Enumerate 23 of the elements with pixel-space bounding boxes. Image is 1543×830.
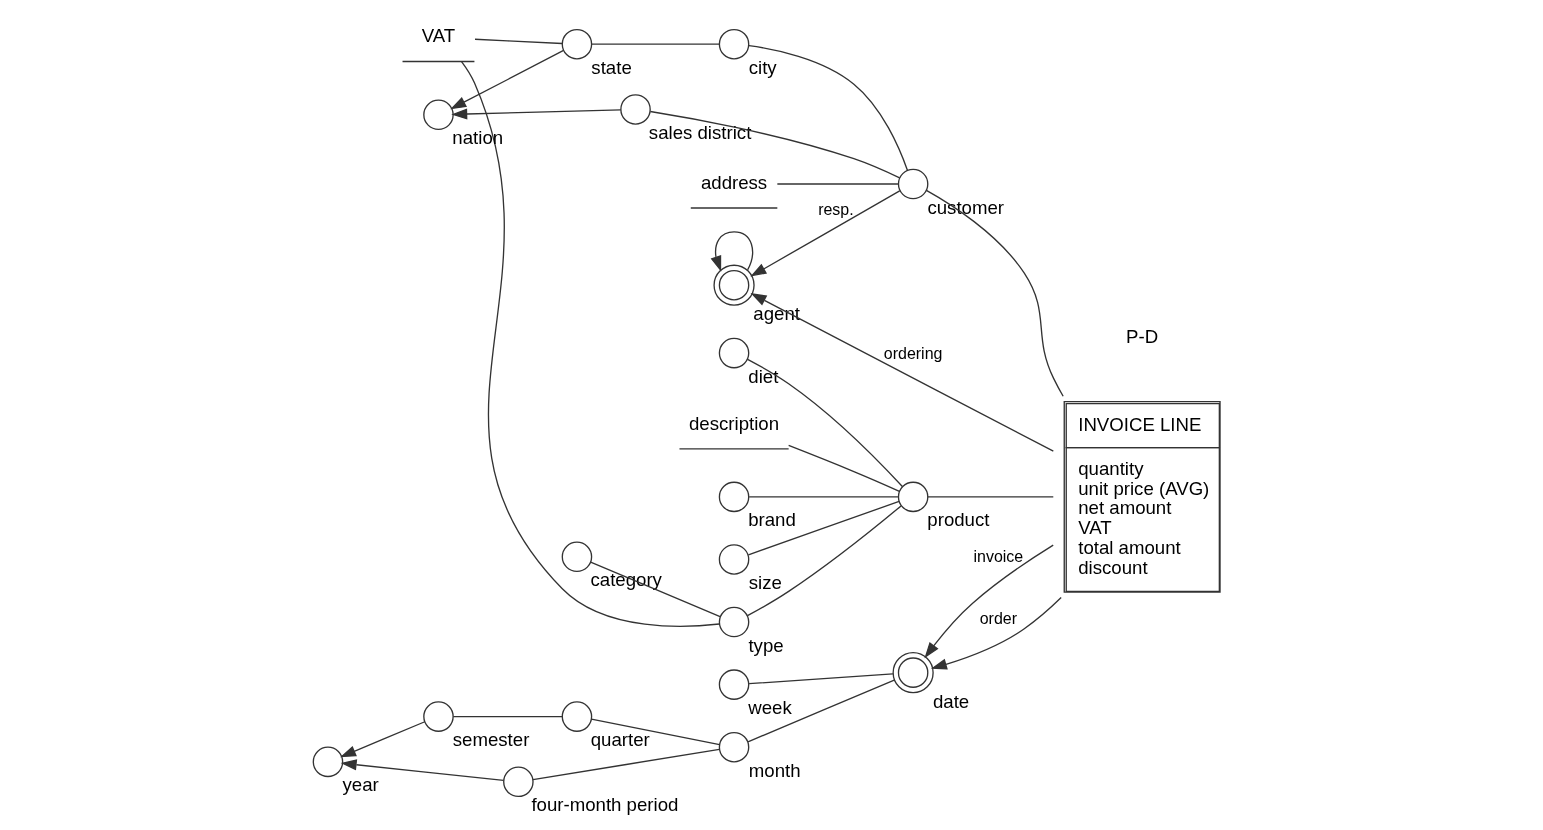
node-label: state xyxy=(590,56,632,78)
node-label: diet xyxy=(747,365,778,387)
node-label: city xyxy=(748,56,777,78)
node-label: week xyxy=(747,697,792,719)
node-text: address xyxy=(700,171,767,193)
node-label: quarter xyxy=(590,729,650,751)
node-text: description xyxy=(688,412,779,434)
node-label: month xyxy=(748,759,801,781)
node-label: date xyxy=(932,690,969,712)
edge-label: invoice xyxy=(972,547,1023,565)
node-label: brand xyxy=(747,509,796,531)
edge-label: ordering xyxy=(883,345,942,363)
edge-label: order xyxy=(979,610,1017,628)
label: P-D xyxy=(1125,326,1158,348)
node-label: product xyxy=(926,509,989,531)
node-label: sales district xyxy=(648,122,751,143)
edge-label: resp. xyxy=(817,201,854,219)
node-label: semester xyxy=(452,729,529,751)
node-label: year xyxy=(341,774,379,796)
node-label: size xyxy=(748,572,782,594)
node-label: type xyxy=(747,634,784,656)
node-text: VAT xyxy=(421,25,455,47)
node-label: four-month period xyxy=(530,794,678,816)
